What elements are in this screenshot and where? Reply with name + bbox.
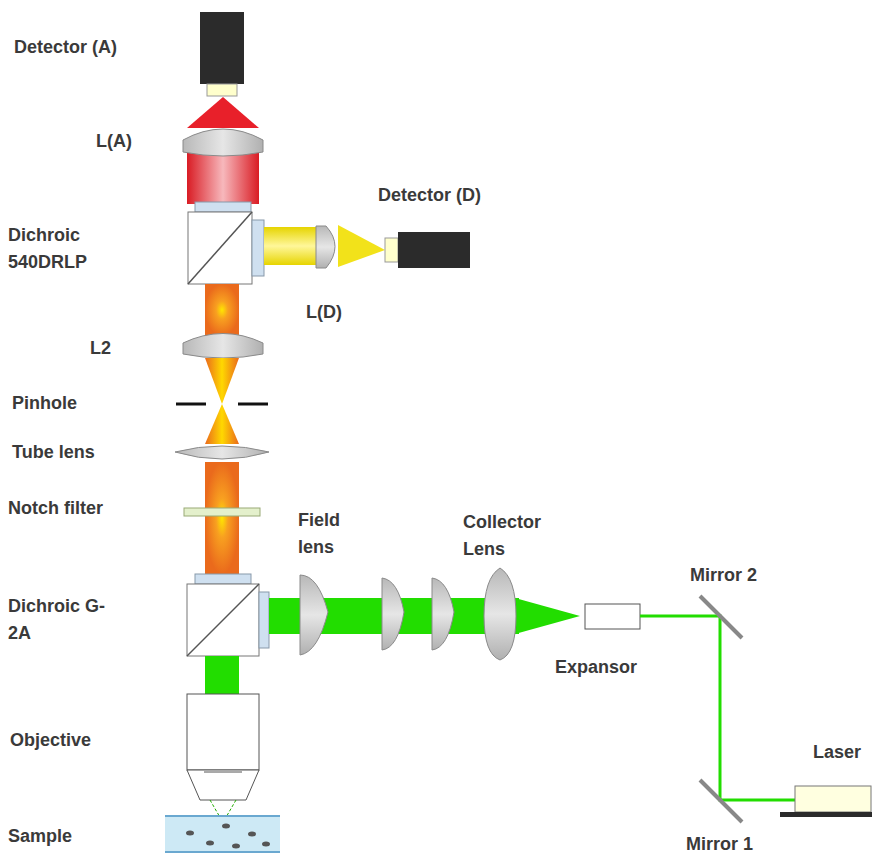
part-label: L(D) — [306, 299, 366, 326]
part-label: Collector Lens — [463, 509, 567, 563]
part-label: Expansor — [555, 654, 665, 681]
part-label: Mirror 2 — [690, 562, 800, 589]
part-label: Tube lens — [12, 439, 132, 466]
part-label: Pinhole — [12, 390, 112, 417]
part-label: Detector (A) — [14, 34, 154, 61]
part-label: L(A) — [96, 128, 156, 155]
part-label: Detector (D) — [378, 182, 518, 209]
part-label: Objective — [10, 727, 130, 754]
part-label: Laser — [813, 739, 873, 766]
part-label: Notch filter — [8, 495, 148, 522]
part-label: Field lens — [298, 507, 360, 561]
part-label: Dichroic G-2A — [8, 593, 112, 647]
part-label: Dichroic 540DRLP — [8, 222, 112, 276]
part-label: Mirror 1 — [686, 831, 796, 858]
part-label: L2 — [90, 335, 140, 362]
part-label: Sample — [8, 823, 108, 850]
